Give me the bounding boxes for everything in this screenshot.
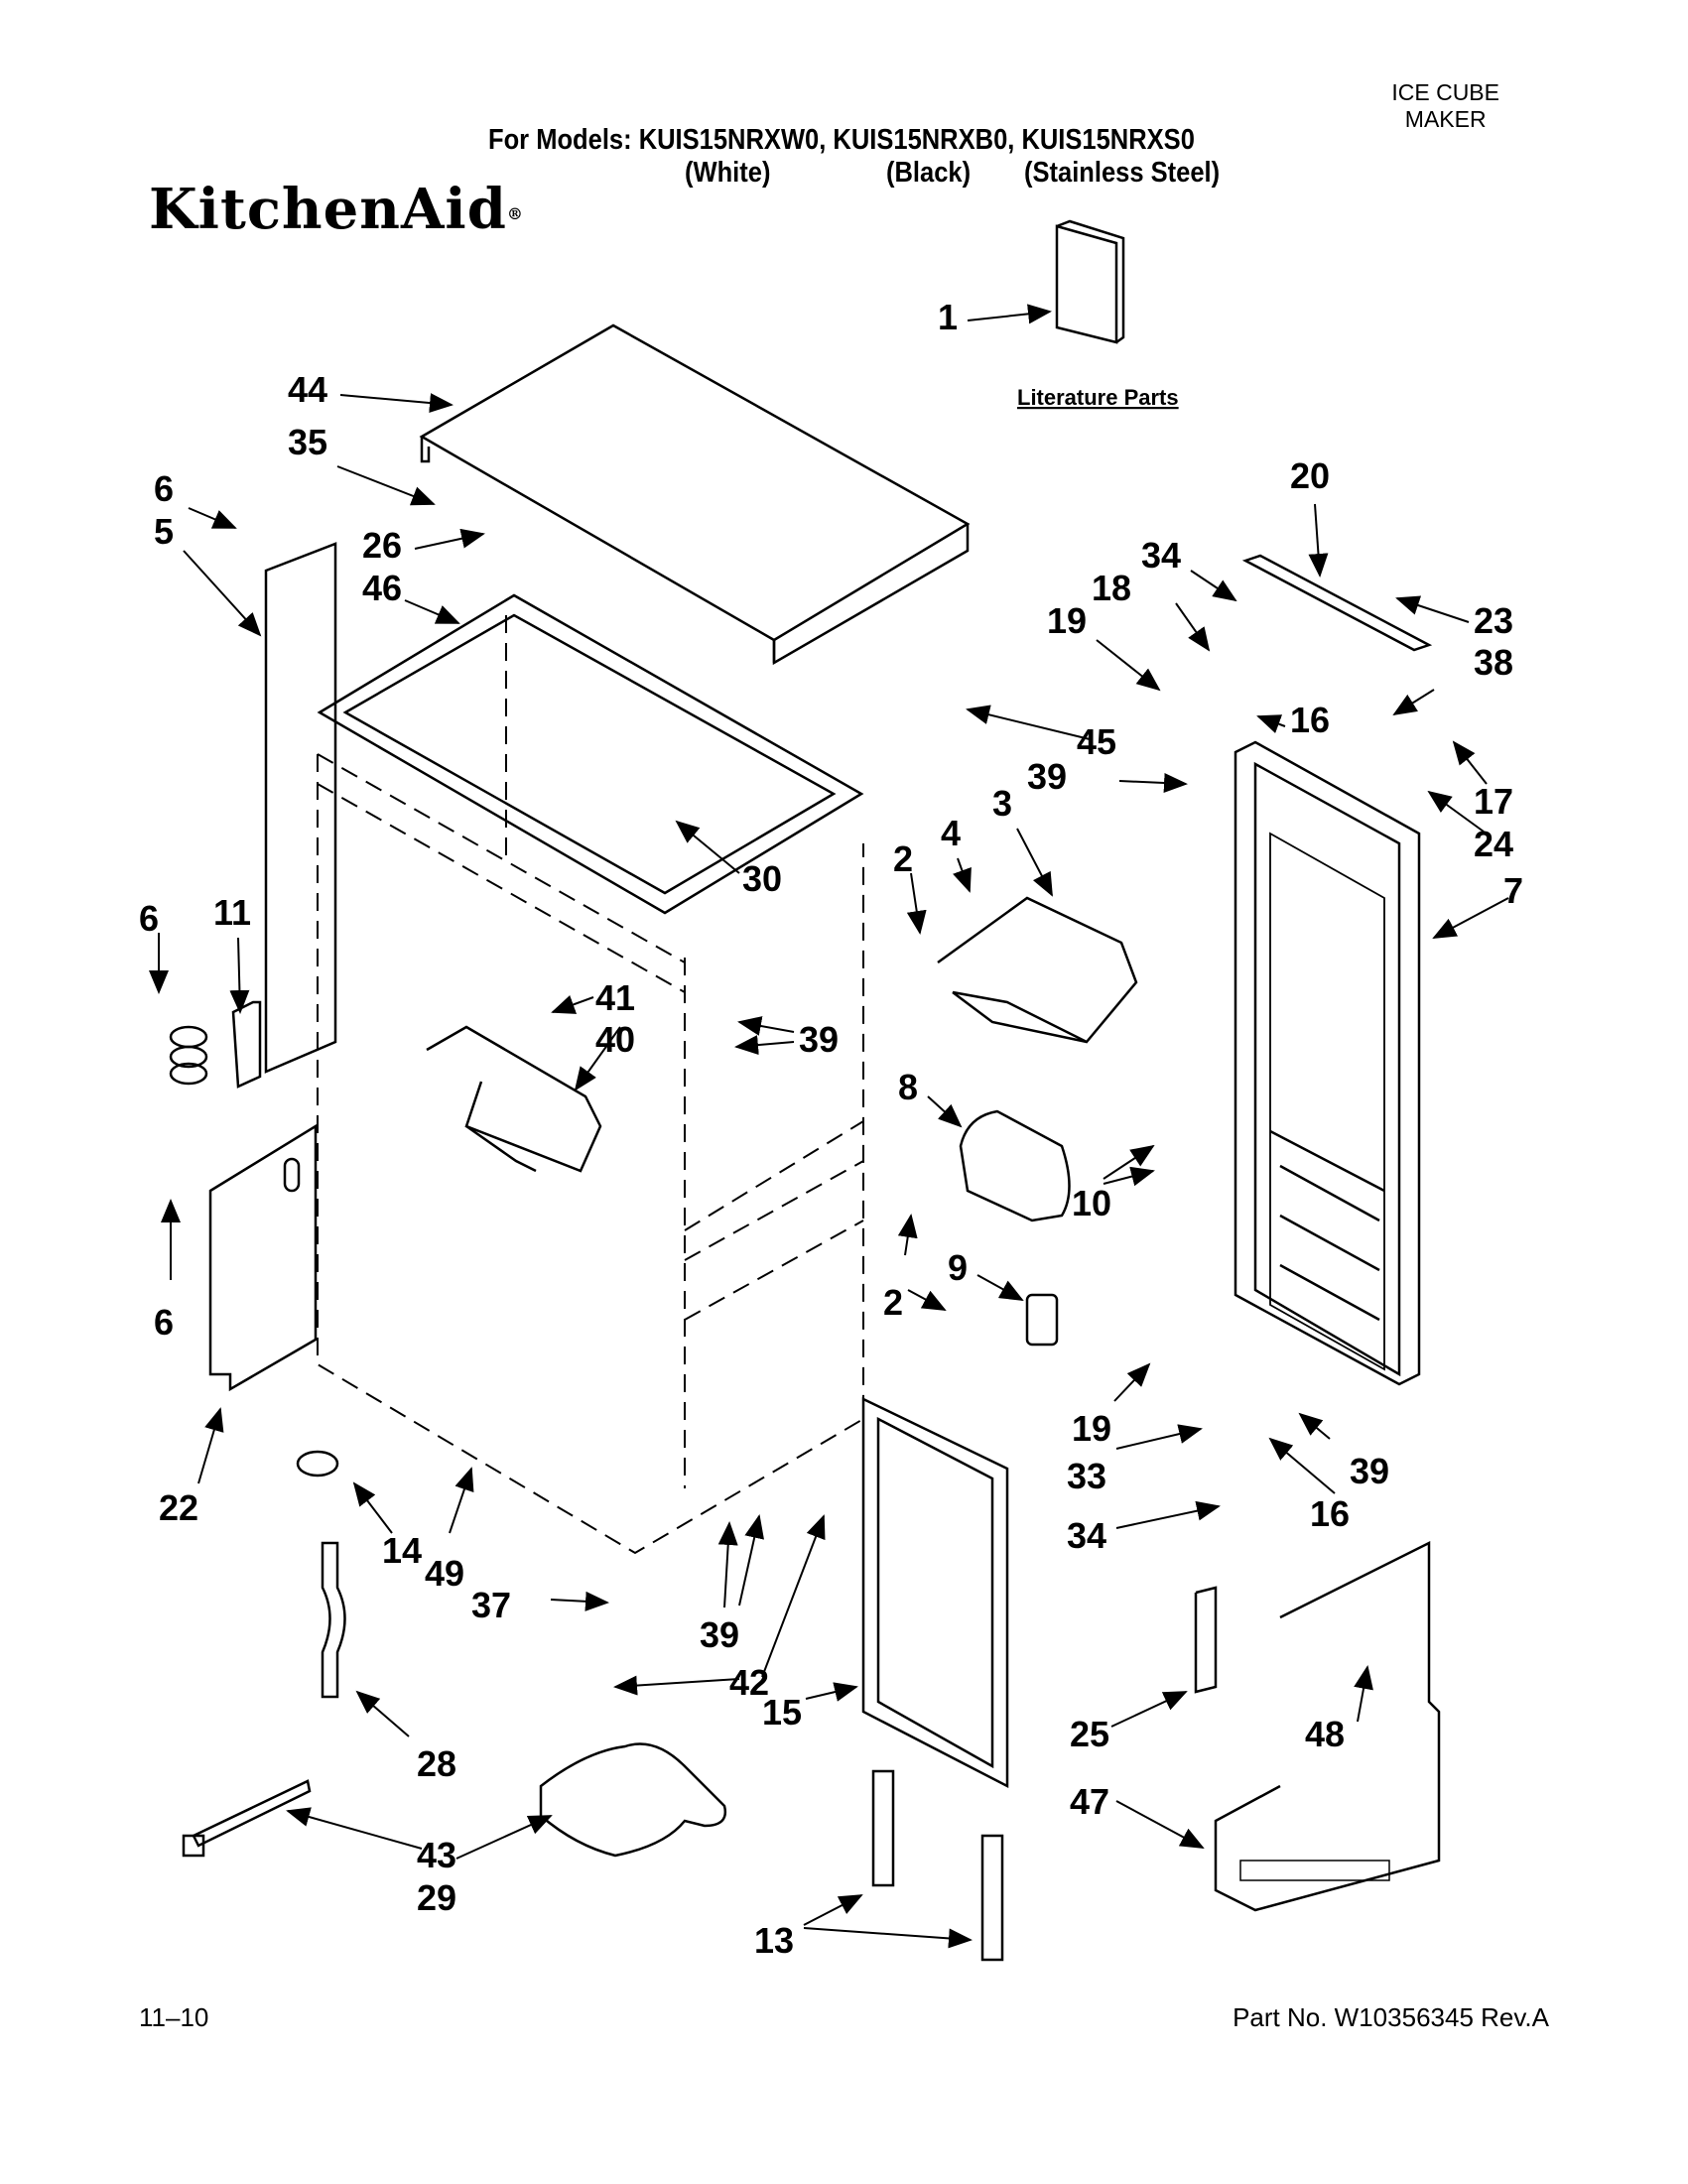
callout-6b: 6: [139, 898, 159, 939]
callout-16b: 16: [1310, 1493, 1350, 1534]
callout-35: 35: [288, 422, 327, 462]
door-switch: [1025, 1293, 1059, 1347]
variant-stainless: (Stainless Steel): [1024, 157, 1221, 189]
callout-11: 11: [213, 892, 251, 933]
callout-15: 15: [762, 1692, 802, 1733]
callout-18: 18: [1092, 568, 1131, 608]
callout-19b: 19: [1072, 1408, 1111, 1449]
callout-labels: 1 44 35 6 5 26 46 20 34 18 19 23 38 16 4…: [139, 297, 1523, 1961]
callout-17: 17: [1474, 781, 1513, 822]
brand-mark: ®: [506, 203, 524, 223]
callout-41: 41: [595, 977, 635, 1018]
mounting-bracket: [1194, 1586, 1218, 1694]
callout-14: 14: [382, 1530, 422, 1571]
variant-white: (White): [685, 157, 771, 189]
callout-6c: 6: [154, 1302, 174, 1343]
callout-29: 29: [417, 1877, 456, 1918]
callout-2b: 2: [883, 1282, 903, 1323]
callout-25: 25: [1070, 1714, 1109, 1754]
door-assembly: [1234, 740, 1421, 1386]
variant-black: (Black): [886, 157, 972, 189]
section-title-line1: ICE CUBE: [1391, 79, 1499, 105]
callout-10: 10: [1072, 1183, 1111, 1223]
callout-13: 13: [754, 1920, 794, 1961]
cabinet-body: [317, 615, 864, 1555]
callout-5: 5: [154, 511, 174, 552]
date-code: 11–10: [139, 2002, 209, 2032]
cabinet-top-frame: [317, 593, 864, 915]
door-gasket: [861, 1397, 1009, 1789]
literature-parts-label: Literature Parts: [1017, 385, 1179, 410]
ice-scoop: [539, 1742, 727, 1858]
hose-clamp: [296, 1450, 339, 1477]
brand-logo: KitchenAid®: [149, 177, 524, 242]
callout-33: 33: [1067, 1456, 1106, 1496]
drain-hose: [321, 1541, 346, 1699]
callout-22: 22: [159, 1487, 198, 1528]
callout-26: 26: [362, 525, 402, 566]
callout-48: 48: [1305, 1714, 1345, 1754]
part-number: Part No. W10356345 Rev.A: [1233, 2002, 1549, 2032]
drain-trough: [426, 1025, 602, 1173]
callout-7: 7: [1503, 870, 1523, 911]
brand-name: KitchenAid: [149, 177, 507, 242]
callout-38: 38: [1474, 642, 1513, 683]
section-title: ICE CUBE MAKER: [1391, 79, 1499, 133]
callout-9: 9: [948, 1247, 968, 1288]
ice-chute: [937, 896, 1138, 1044]
callout-3: 3: [992, 783, 1012, 824]
callout-44: 44: [288, 369, 327, 410]
callout-23: 23: [1474, 600, 1513, 641]
callout-39a: 39: [1027, 756, 1067, 797]
spacer-strips: [871, 1769, 1004, 1962]
callout-45: 45: [1077, 721, 1116, 762]
section-title-line2: MAKER: [1404, 106, 1487, 132]
callout-47: 47: [1070, 1781, 1109, 1822]
callout-28: 28: [417, 1743, 456, 1784]
top-cover: [419, 323, 971, 666]
callout-39c: 39: [1350, 1451, 1389, 1491]
callout-34b: 34: [1067, 1515, 1106, 1556]
hinge-bracket-left: [169, 1000, 262, 1089]
callout-4: 4: [941, 813, 961, 853]
door-top-cap: [1241, 554, 1433, 652]
models-line: For Models: KUIS15NRXW0, KUIS15NRXB0, KU…: [488, 124, 1195, 156]
callout-46: 46: [362, 568, 402, 608]
callout-39b: 39: [799, 1019, 839, 1060]
cable-tie: [182, 1779, 312, 1858]
literature-booklet: [1055, 219, 1125, 344]
left-side-panel: [264, 542, 337, 1074]
callout-2a: 2: [893, 838, 913, 879]
callout-49: 49: [425, 1553, 464, 1594]
callout-1: 1: [938, 297, 958, 337]
callout-37: 37: [471, 1585, 511, 1625]
callout-30: 30: [742, 858, 782, 899]
light-cover: [959, 1109, 1071, 1222]
callout-42: 42: [729, 1662, 769, 1703]
callout-34a: 34: [1141, 535, 1181, 576]
callout-20: 20: [1290, 455, 1330, 496]
callout-24: 24: [1474, 824, 1513, 864]
callout-39d: 39: [700, 1614, 739, 1655]
callout-40: 40: [595, 1019, 635, 1060]
callout-6a: 6: [154, 468, 174, 509]
callout-16a: 16: [1290, 700, 1330, 740]
left-lower-panel: [208, 1123, 318, 1392]
callout-8: 8: [898, 1067, 918, 1107]
callout-19a: 19: [1047, 600, 1087, 641]
callout-43: 43: [417, 1835, 456, 1875]
rear-panel: [1214, 1540, 1441, 1912]
